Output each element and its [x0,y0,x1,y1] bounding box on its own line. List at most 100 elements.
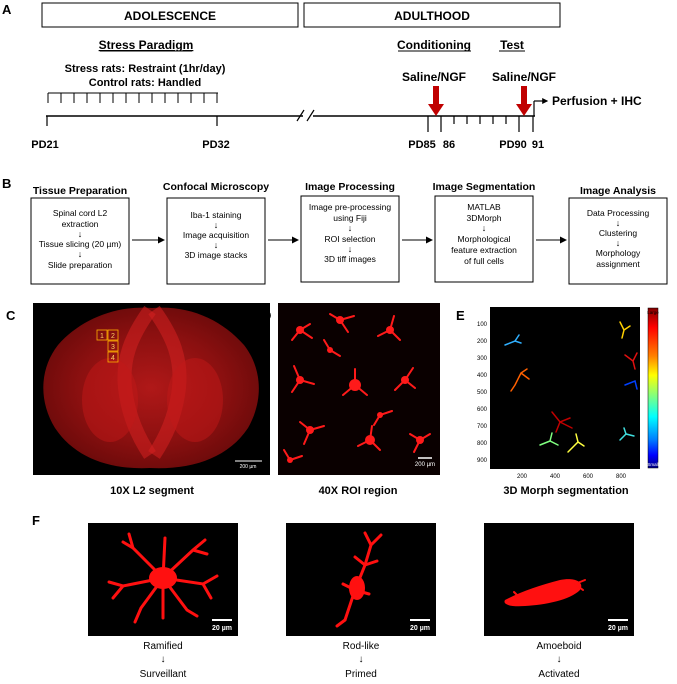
workflow-step: extraction [62,219,99,229]
workflow-title-2: Confocal Microscopy [163,181,269,193]
panel-label-d: D [262,308,271,323]
roi-label-3: 3 [111,344,115,351]
panel-label-f: F [32,513,40,528]
panel-label-a: A [2,2,12,17]
ytick: 900 [477,458,488,464]
ytick: 600 [477,407,488,413]
colorbar-top-label: Large [647,310,659,315]
scalebar-f3-label: 20 µm [608,625,628,632]
workflow-step: of full cells [464,256,504,266]
timeline-ticks [47,116,533,132]
workflow-title-4: Image Segmentation [433,181,536,193]
stress-paradigm-label: Stress Paradigm [99,38,194,52]
down-arrow-icon: ↓ [616,218,621,228]
workflow-step: feature extraction [451,245,517,255]
workflow-step: 3DMorph [467,213,502,223]
workflow-step: Iba-1 staining [190,210,241,220]
amoeboid-cell-image [484,523,634,636]
workflow-step: assignment [596,259,640,269]
ytick: 300 [477,356,488,362]
pd32-label: PD32 [202,139,230,151]
panel-label-e: E [456,308,465,323]
down-arrow-icon: ↓ [348,244,353,254]
ytick: 700 [477,424,488,430]
workflow-step: using Fiji [333,213,367,223]
down-arrow-icon: ↓ [616,238,621,248]
down-arrow-icon: ↓ [78,229,83,239]
spinal-cord-image: 1 2 3 4 200 µm [33,303,270,475]
down-arrow-icon: ↓ [482,223,487,233]
workflow-step: Clustering [599,228,638,238]
morphology-name-3: Amoeboid [536,641,581,652]
panel-label-c: C [6,308,16,323]
ytick: 800 [477,441,488,447]
down-arrow-icon: ↓ [161,654,166,665]
scalebar-d-label: 200 µm [415,462,435,468]
workflow-step: Morphological [458,234,511,244]
workflow-step: ROI selection [324,234,375,244]
roi-label-4: 4 [111,355,115,362]
colorbar [648,308,658,468]
caption-d: 40X ROI region [319,485,398,497]
down-arrow-icon: ↓ [78,249,83,259]
perfusion-arrow [534,101,547,116]
morphology-name-1: Ramified [143,641,182,652]
day86-label: 86 [443,139,455,151]
ytick: 100 [477,322,488,328]
down-arrow-icon: ↓ [557,654,562,665]
panel-label-b: B [2,176,11,191]
pd21-label: PD21 [31,139,59,151]
roi-label-2: 2 [111,333,115,340]
caption-c: 10X L2 segment [110,485,194,497]
workflow: Tissue Preparation Spinal cord L2 extrac… [31,181,667,284]
xtick: 800 [616,474,627,480]
caption-e: 3D Morph segmentation [503,485,629,497]
workflow-step: Tissue slicing (20 µm) [39,239,122,249]
pd85-label: PD85 [408,139,436,151]
xtick: 600 [583,474,594,480]
workflow-step: Image pre-processing [309,202,391,212]
control-rats-text: Control rats: Handled [89,77,201,89]
workflow-step: MATLAB [467,202,501,212]
red-arrow-test [516,86,532,116]
morphology-name-2: Rod-like [343,641,380,652]
red-arrow-conditioning [428,86,444,116]
rodlike-cell-image [286,523,436,636]
down-arrow-icon: ↓ [214,220,219,230]
workflow-step: 3D tiff images [324,254,376,264]
scalebar-f1-label: 20 µm [212,625,232,632]
morphology-state-2: Primed [345,669,377,680]
ramified-cell-image [88,523,238,636]
ytick: 400 [477,373,488,379]
morphology-state-1: Surveillant [140,669,187,680]
ytick: 200 [477,339,488,345]
morph-segmentation-plot: 100 200 300 400 500 600 700 800 900 200 … [477,307,659,480]
adolescence-label: ADOLESCENCE [124,9,216,23]
workflow-step: Image acquisition [183,230,249,240]
scalebar-c-label: 200 µm [240,464,257,470]
perfusion-label: Perfusion + IHC [552,94,642,108]
saline-ngf-test: Saline/NGF [492,70,556,84]
morphology-state-3: Activated [538,669,579,680]
down-arrow-icon: ↓ [214,240,219,250]
workflow-step: Slide preparation [48,260,113,270]
adulthood-label: ADULTHOOD [394,9,470,23]
saline-ngf-conditioning: Saline/NGF [402,70,466,84]
stress-rats-text: Stress rats: Restraint (1hr/day) [65,63,226,75]
pd90-label: PD90 [499,139,527,151]
roi-40x-image: 200 µm [278,303,440,475]
xtick: 400 [550,474,561,480]
timeline: PD21 PD32 PD85 86 PD90 91 [31,93,544,151]
workflow-title-3: Image Processing [305,181,395,193]
scalebar-f2-label: 20 µm [410,625,430,632]
workflow-title-1: Tissue Preparation [33,185,127,197]
roi-label-1: 1 [100,333,104,340]
conditioning-label: Conditioning [397,38,471,52]
test-label: Test [500,38,524,52]
workflow-step: Spinal cord L2 [53,208,108,218]
colorbar-bottom-label: Small [647,462,658,467]
workflow-step: Morphology [596,248,641,258]
ytick: 500 [477,390,488,396]
xtick: 200 [517,474,528,480]
